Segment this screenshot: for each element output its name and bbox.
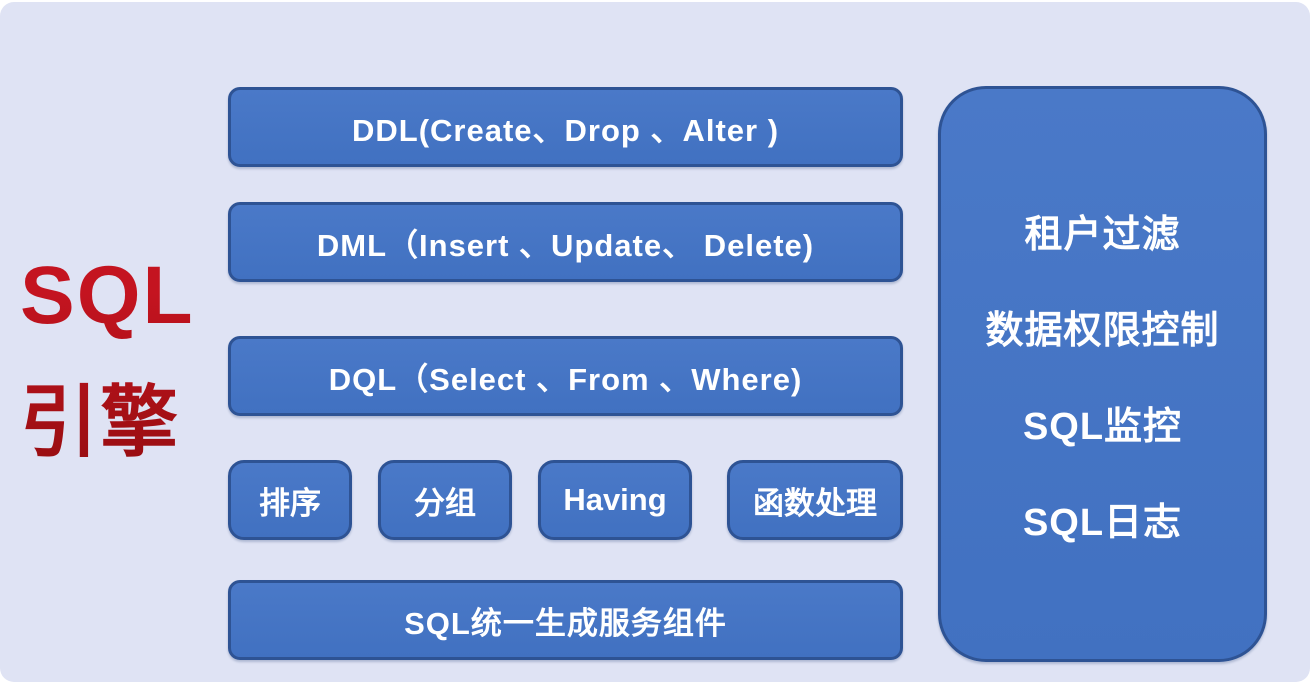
sql-engine-label-line1: SQL [20, 250, 195, 341]
ddl-statement-label: DDL(Create、Drop 、Alter ) [351, 112, 780, 148]
clause-box-having-label: Having [563, 482, 667, 517]
dml-statement-label: DML（Insert 、Update、 Delete) [316, 227, 815, 263]
sql-engine-label-line2: 引擎 [20, 378, 181, 466]
ddl-statement-box: DDL(Create、Drop 、Alter ) [228, 87, 903, 167]
sql-generation-service-box: SQL统一生成服务组件 [228, 580, 903, 660]
panel-item-data-permission: 数据权限控制 [985, 310, 1220, 352]
clause-box-having: Having [538, 460, 692, 540]
sql-generation-service-label: SQL统一生成服务组件 [404, 605, 727, 641]
clause-box-sort-label: 排序 [259, 485, 321, 521]
sql-engine-label: SQL 引擎 [20, 248, 210, 470]
panel-item-sql-log: SQL日志 [1022, 502, 1183, 544]
clause-box-function: 函数处理 [727, 460, 903, 540]
clause-box-group-label: 分组 [414, 485, 476, 521]
clause-box-sort: 排序 [228, 460, 352, 540]
dql-statement-box: DQL（Select 、From 、Where) [228, 336, 903, 416]
panel-item-sql-monitor: SQL监控 [1022, 406, 1183, 448]
panel-item-tenant-filter: 租户过滤 [1024, 214, 1181, 256]
governance-panel: 租户过滤 数据权限控制 SQL监控 SQL日志 [938, 86, 1267, 662]
clause-box-group: 分组 [378, 460, 512, 540]
clause-box-function-label: 函数处理 [753, 485, 877, 521]
dql-statement-label: DQL（Select 、From 、Where) [328, 361, 803, 397]
dml-statement-box: DML（Insert 、Update、 Delete) [228, 202, 903, 282]
